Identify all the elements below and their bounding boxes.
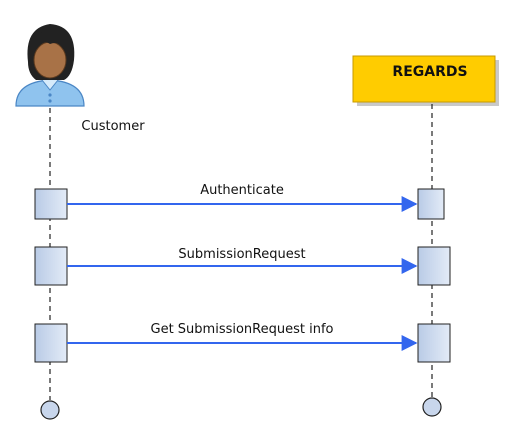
message-get-submissionrequest-info: Get SubmissionRequest info [34,322,451,363]
participant-label-regards: REGARDS [392,64,467,80]
message-label: SubmissionRequest [178,247,305,262]
activation-customer [34,246,68,286]
activation-regards [417,323,451,363]
lifeline-end-regards [422,397,442,417]
activation-regards [417,188,445,220]
person-icon [15,24,85,107]
lifeline-end-customer [40,400,60,420]
message-submissionrequest: SubmissionRequest [34,246,451,286]
message-label: Get SubmissionRequest info [151,322,334,337]
customer-actor: Customer [15,24,145,134]
activation-customer [34,323,68,363]
regards-participant: REGARDS [352,55,499,106]
activation-customer [34,188,68,220]
activation-regards [417,246,451,286]
participant-label-customer: Customer [81,119,145,134]
message-authenticate: Authenticate [34,183,445,220]
participant-box-regards [352,55,496,103]
message-label: Authenticate [200,183,284,198]
